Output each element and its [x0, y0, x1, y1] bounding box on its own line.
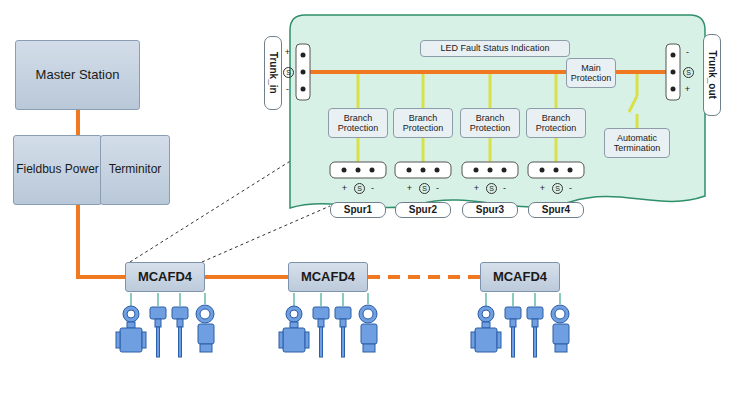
node-text: Spur2 [409, 204, 437, 216]
indicator-box: LED Fault Status Indication [420, 40, 570, 57]
device-box: MCAFD4 [125, 262, 205, 292]
port-label: Spur4 [528, 202, 584, 218]
spur-connector [330, 162, 584, 178]
shield-pin: S [283, 67, 294, 78]
node-text: Master Station [36, 68, 120, 83]
zoom-panel [290, 15, 705, 208]
port-label: Spur3 [462, 202, 518, 218]
polarity-pin: + [283, 47, 292, 57]
node-text: Fieldbus Power [16, 163, 99, 177]
node-text: Terminitor [109, 163, 162, 177]
node-text: Trunk_in [267, 52, 279, 94]
trunk-in-connector [296, 44, 310, 100]
node-text: Spur1 [344, 204, 372, 216]
trunk-cable [205, 275, 288, 279]
device-box: MCAFD4 [288, 262, 368, 292]
node-text: Spur4 [542, 204, 570, 216]
trunk-cable [78, 205, 125, 277]
polarity-pin: - [368, 183, 377, 193]
polarity-pin: + [405, 183, 414, 193]
field-instruments [471, 293, 569, 357]
protection-box: Branch Protection [328, 108, 388, 138]
protection-box: Branch Protection [526, 108, 586, 138]
node-text: Branch Protection [329, 113, 387, 134]
port-label: Spur1 [330, 202, 386, 218]
shield-pin: S [486, 183, 497, 194]
node-text: Branch Protection [461, 113, 519, 134]
polarity-pin: - [433, 183, 442, 193]
trunk-cable [76, 110, 80, 135]
shield-pin: S [552, 183, 563, 194]
node-text: MCAFD4 [493, 270, 547, 285]
shield-pin: S [354, 183, 365, 194]
node-text: Spur3 [476, 204, 504, 216]
trunk-out-connector [666, 44, 680, 100]
port-label: Spur2 [395, 202, 451, 218]
polarity-pin: - [683, 47, 692, 57]
node-text: Automatic Termination [605, 133, 669, 154]
polarity-pin: - [566, 183, 575, 193]
polarity-pin: - [500, 183, 509, 193]
node-text: MCAFD4 [138, 270, 192, 285]
field-instruments [279, 293, 377, 357]
terminator-box: Terminitor [100, 135, 170, 205]
termination-box: Automatic Termination [604, 128, 670, 158]
shield-pin: S [419, 183, 430, 194]
polarity-pin: + [683, 84, 692, 94]
polarity-pin: + [472, 183, 481, 193]
port-label: Trunk_out [703, 34, 721, 116]
polarity-pin: - [283, 84, 292, 94]
node-text: MCAFD4 [301, 270, 355, 285]
trunk-cable [368, 275, 480, 279]
station-box: Master Station [15, 40, 140, 110]
polarity-pin: + [340, 183, 349, 193]
protection-box: Branch Protection [460, 108, 520, 138]
port-label: Trunk_in [264, 36, 282, 110]
device-box: MCAFD4 [480, 262, 560, 292]
node-text: LED Fault Status Indication [440, 43, 549, 53]
node-text: Branch Protection [394, 113, 452, 134]
zoom-line [202, 206, 330, 262]
node-text: Main Protection [567, 63, 615, 84]
node-text: Branch Protection [527, 113, 585, 134]
field-instruments [116, 293, 214, 357]
polarity-pin: + [538, 183, 547, 193]
protection-box: Main Protection [566, 58, 616, 88]
power-box: Fieldbus Power [13, 135, 102, 205]
node-text: Trunk_out [706, 51, 718, 99]
shield-pin: S [683, 67, 694, 78]
protection-box: Branch Protection [393, 108, 453, 138]
